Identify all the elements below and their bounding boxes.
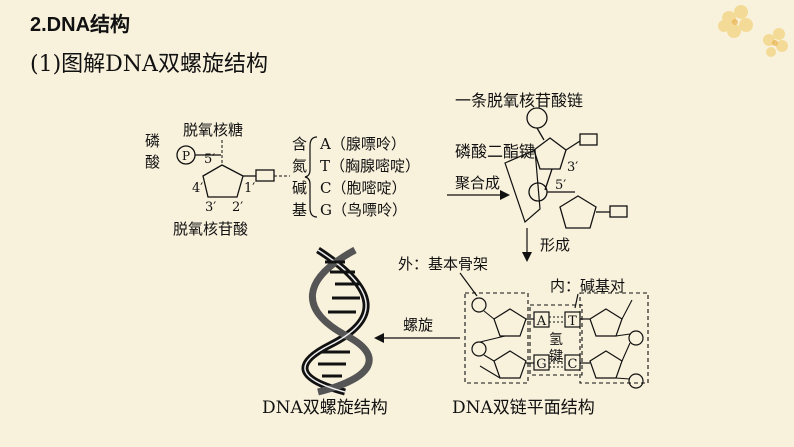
hbond-label-2: 键 [549,349,563,365]
helix-arrow-head [374,333,384,343]
chain-base-2 [609,205,628,218]
inner-pointer-line [574,293,579,309]
left-backbone-box [464,292,529,384]
outer-pointer-line [459,272,478,297]
nucleotide-name: 脱氧核苷酸 [173,220,248,238]
helix-arrow-label: 螺旋 [403,316,433,334]
plane-left-links [479,310,506,379]
plane-phosphate-r1 [628,330,644,346]
sugar-label: 脱氧核糖 [183,121,243,139]
carbon-4-label: 4′ [192,181,203,196]
inner-basepair-label: 内：碱基对 [550,277,625,295]
carbon-1-label: 1′ [244,181,255,196]
section-heading: 2.DNA结构 [30,14,131,36]
bases-brace [304,136,318,218]
phosphate-symbol: P [182,149,190,163]
outer-backbone-label: 外：基本骨架 [398,255,488,273]
chain-sugar-1 [533,137,567,170]
right-backbone-box [579,292,649,384]
base-t: T（胸腺嘧啶） [320,157,420,175]
bases-label-1: 含 [292,135,307,153]
polymerize-arrow-head [500,190,510,200]
phosphate-label-1: 磷 [145,132,160,150]
deoxyribose-pentagon [202,164,244,198]
double-helix-icon [301,246,373,396]
chain-link-1 [536,127,545,141]
plane-sugar-l2 [493,350,527,379]
plane-phosphate-r2 [628,373,644,389]
pair-1-left-box [533,311,550,328]
plane-sugar-l1 [493,308,527,337]
base-a: A（腺嘌呤） [319,135,406,153]
plane-sugar-r2 [589,350,623,379]
carbon-5-label: 5′ [204,152,215,167]
plane-structure-name: DNA双链平面结构 [452,398,595,418]
phosphate-label-2: 酸 [145,153,160,171]
chain-sugar-2 [559,195,597,229]
plane-right-links [615,299,633,380]
basepair-box [529,304,583,376]
plane-phosphate-l2 [471,341,487,357]
pair-1-right: T [568,314,577,329]
chain-carbon-3: 3′ [567,160,578,175]
bases-label-3: 碱 [292,179,307,197]
carbon-2-label: 2′ [232,200,243,215]
chain-title: 一条脱氧核苷酸链 [455,91,583,110]
carbon-3-label: 3′ [205,200,216,215]
phosphodiester-label: 磷酸二酯键 [455,142,535,161]
forms-arrow-head [522,252,532,262]
pair-1-left: A [536,314,547,329]
chain-backbone-outline [504,149,541,224]
chain-base-1 [579,133,598,146]
flower-decoration-icon [718,5,788,57]
chain-base-link-1 [565,140,581,151]
plane-sugar-r1 [589,308,623,337]
chain-carbon-5: 5′ [555,178,566,193]
bases-label-4: 基 [292,201,307,219]
bases-label-2: 氮 [292,157,307,175]
forms-label: 形成 [540,236,570,254]
pair-2-left: G [536,357,546,372]
helix-structure-name: DNA双螺旋结构 [262,398,388,418]
polymerize-label: 聚合成 [455,174,500,192]
hbond-label-1: 氢 [549,332,563,348]
subheading: (1)图解DNA双螺旋结构 [30,52,268,77]
base-c: C（胞嘧啶） [320,179,406,197]
base-rect [255,169,275,182]
plane-phosphate-l1 [471,297,487,313]
chain-link-2 [544,168,553,191]
base-g: G（鸟嘌呤） [320,201,407,219]
pair-2-right: C [568,357,578,372]
chain-phosphate-1 [526,107,548,129]
